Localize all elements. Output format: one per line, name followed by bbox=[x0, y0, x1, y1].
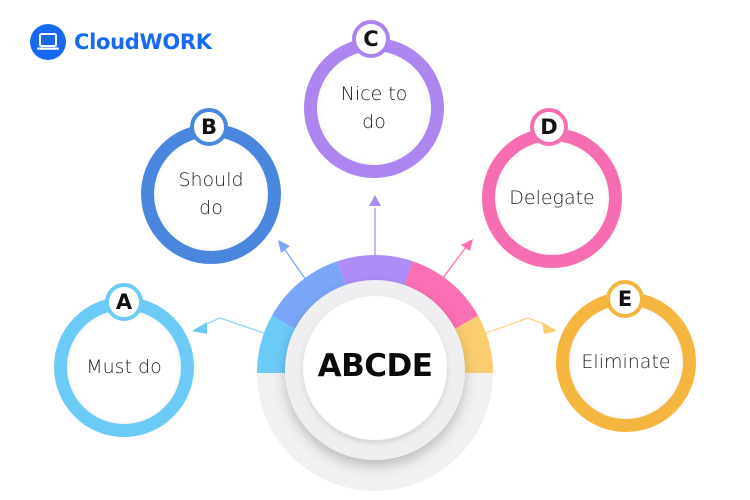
segment-e bbox=[452, 315, 493, 373]
segment-b bbox=[271, 261, 347, 330]
item-e-badge: E bbox=[606, 280, 644, 318]
item-c-badge: C bbox=[352, 20, 390, 58]
item-a-label: Must do bbox=[86, 355, 162, 378]
item-d-label: Delegate bbox=[509, 186, 595, 209]
connector-c bbox=[369, 195, 381, 255]
connector-e bbox=[485, 317, 557, 334]
wheel-center-disk bbox=[303, 296, 447, 440]
item-b-badge: B bbox=[190, 108, 228, 146]
item-c-label: Nice to do bbox=[340, 82, 408, 134]
item-d-badge: D bbox=[530, 108, 568, 146]
wheel-segments bbox=[257, 255, 493, 373]
segment-c bbox=[337, 255, 413, 289]
item-d-bubble: Delegate bbox=[482, 128, 622, 268]
connector-d bbox=[442, 239, 473, 279]
item-b-bubble: Should do bbox=[141, 124, 281, 264]
brand-name: CloudWORK bbox=[74, 30, 212, 54]
center-title: ABCDE bbox=[317, 348, 433, 384]
item-a-badge: A bbox=[105, 283, 143, 321]
segment-d bbox=[403, 261, 479, 330]
segment-a bbox=[257, 315, 298, 373]
item-b-label: Should do bbox=[178, 168, 244, 220]
item-e-label: Eliminate bbox=[581, 350, 671, 373]
laptop-icon bbox=[30, 24, 66, 60]
connector-a bbox=[192, 317, 265, 334]
item-c-bubble: Nice to do bbox=[304, 38, 444, 178]
brand-logo: CloudWORK bbox=[30, 24, 212, 60]
connector-b bbox=[278, 240, 307, 281]
